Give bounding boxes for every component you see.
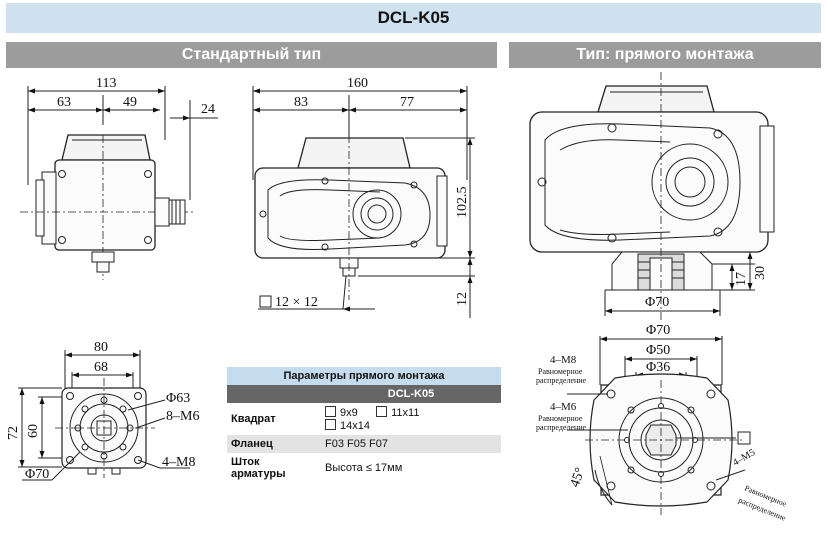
dim-63: 63: [57, 95, 71, 110]
table-sub-empty: [227, 385, 321, 403]
checkbox-icon: [376, 406, 388, 417]
label-even-1: Равномерное: [538, 367, 583, 376]
model-title-bar: DCL-K05: [6, 3, 821, 33]
row-value-flange: F03 F05 F07: [321, 435, 501, 453]
table-row-flange: Фланец F03 F05 F07: [227, 435, 501, 453]
dim-83: 83: [294, 95, 308, 110]
table-row-square: Квадрат 9x9 11x11 14x14: [227, 403, 501, 435]
flange-view: [567, 336, 751, 515]
table-header: Параметры прямого монтажа: [227, 367, 501, 385]
dim-12: 12: [455, 292, 470, 306]
direct-mount-header: Тип: прямого монтажа: [509, 42, 821, 68]
row-value-square: 9x9 11x11 14x14: [321, 403, 501, 435]
dim-30: 30: [753, 266, 768, 280]
dim-phi36: Φ36: [646, 360, 670, 375]
dim-24: 24: [201, 102, 215, 117]
dim-80: 80: [94, 340, 108, 355]
dim-102-5: 102.5: [455, 187, 470, 219]
dim-phi70-top: Φ70: [646, 323, 670, 338]
dim-160: 160: [347, 76, 368, 91]
bottom-view: [18, 350, 190, 481]
dim-8-m6: 8–M6: [166, 409, 199, 424]
square-9x9: 9x9: [340, 407, 358, 419]
label-4-m6-right: 4–M6: [550, 401, 577, 413]
direct-mount-view: [529, 72, 775, 320]
side-view: [20, 86, 218, 280]
row-label-square: Квадрат: [231, 413, 276, 425]
dim-4-m8-bottom: 4–M8: [162, 455, 195, 470]
row-value-stem: Высота ≤ 17мм: [325, 462, 403, 474]
dim-49: 49: [123, 95, 137, 110]
checkbox-icon: [325, 419, 336, 430]
label-4-m5: 4–M5: [731, 447, 757, 468]
row-label-stem: Шток арматуры: [231, 456, 286, 480]
front-view: [252, 86, 475, 318]
dim-17: 17: [734, 272, 749, 286]
dim-phi70-bottom: Φ70: [25, 467, 49, 482]
dim-113: 113: [96, 76, 116, 91]
label-even-2: Равномерное: [538, 414, 583, 423]
dim-72: 72: [6, 426, 21, 440]
square-11x11: 11x11: [391, 407, 420, 419]
table-model: DCL-K05: [321, 385, 501, 403]
dim-phi70-right: Φ70: [645, 295, 669, 310]
standard-type-header: Стандартный тип: [6, 42, 497, 68]
dim-45-deg: 45°: [568, 466, 589, 490]
dim-phi50: Φ50: [646, 343, 670, 358]
table-row-stem: Шток арматуры Высота ≤ 17мм: [227, 453, 501, 483]
dim-68: 68: [94, 360, 108, 375]
dim-phi63: Φ63: [166, 391, 190, 406]
label-distr-2: распределение: [536, 423, 587, 432]
dim-77: 77: [400, 95, 414, 110]
square-14x14: 14x14: [340, 420, 370, 432]
label-4-m8-right: 4–M8: [550, 354, 577, 366]
checkbox-icon: [325, 406, 336, 417]
dim-60: 60: [26, 424, 41, 438]
label-distr-1: распределение: [536, 376, 587, 385]
dim-square-12x12: 12 × 12: [275, 295, 318, 310]
direct-mount-params-table: Параметры прямого монтажа DCL-K05 Квадра…: [227, 367, 501, 483]
row-label-flange: Фланец: [227, 435, 321, 453]
